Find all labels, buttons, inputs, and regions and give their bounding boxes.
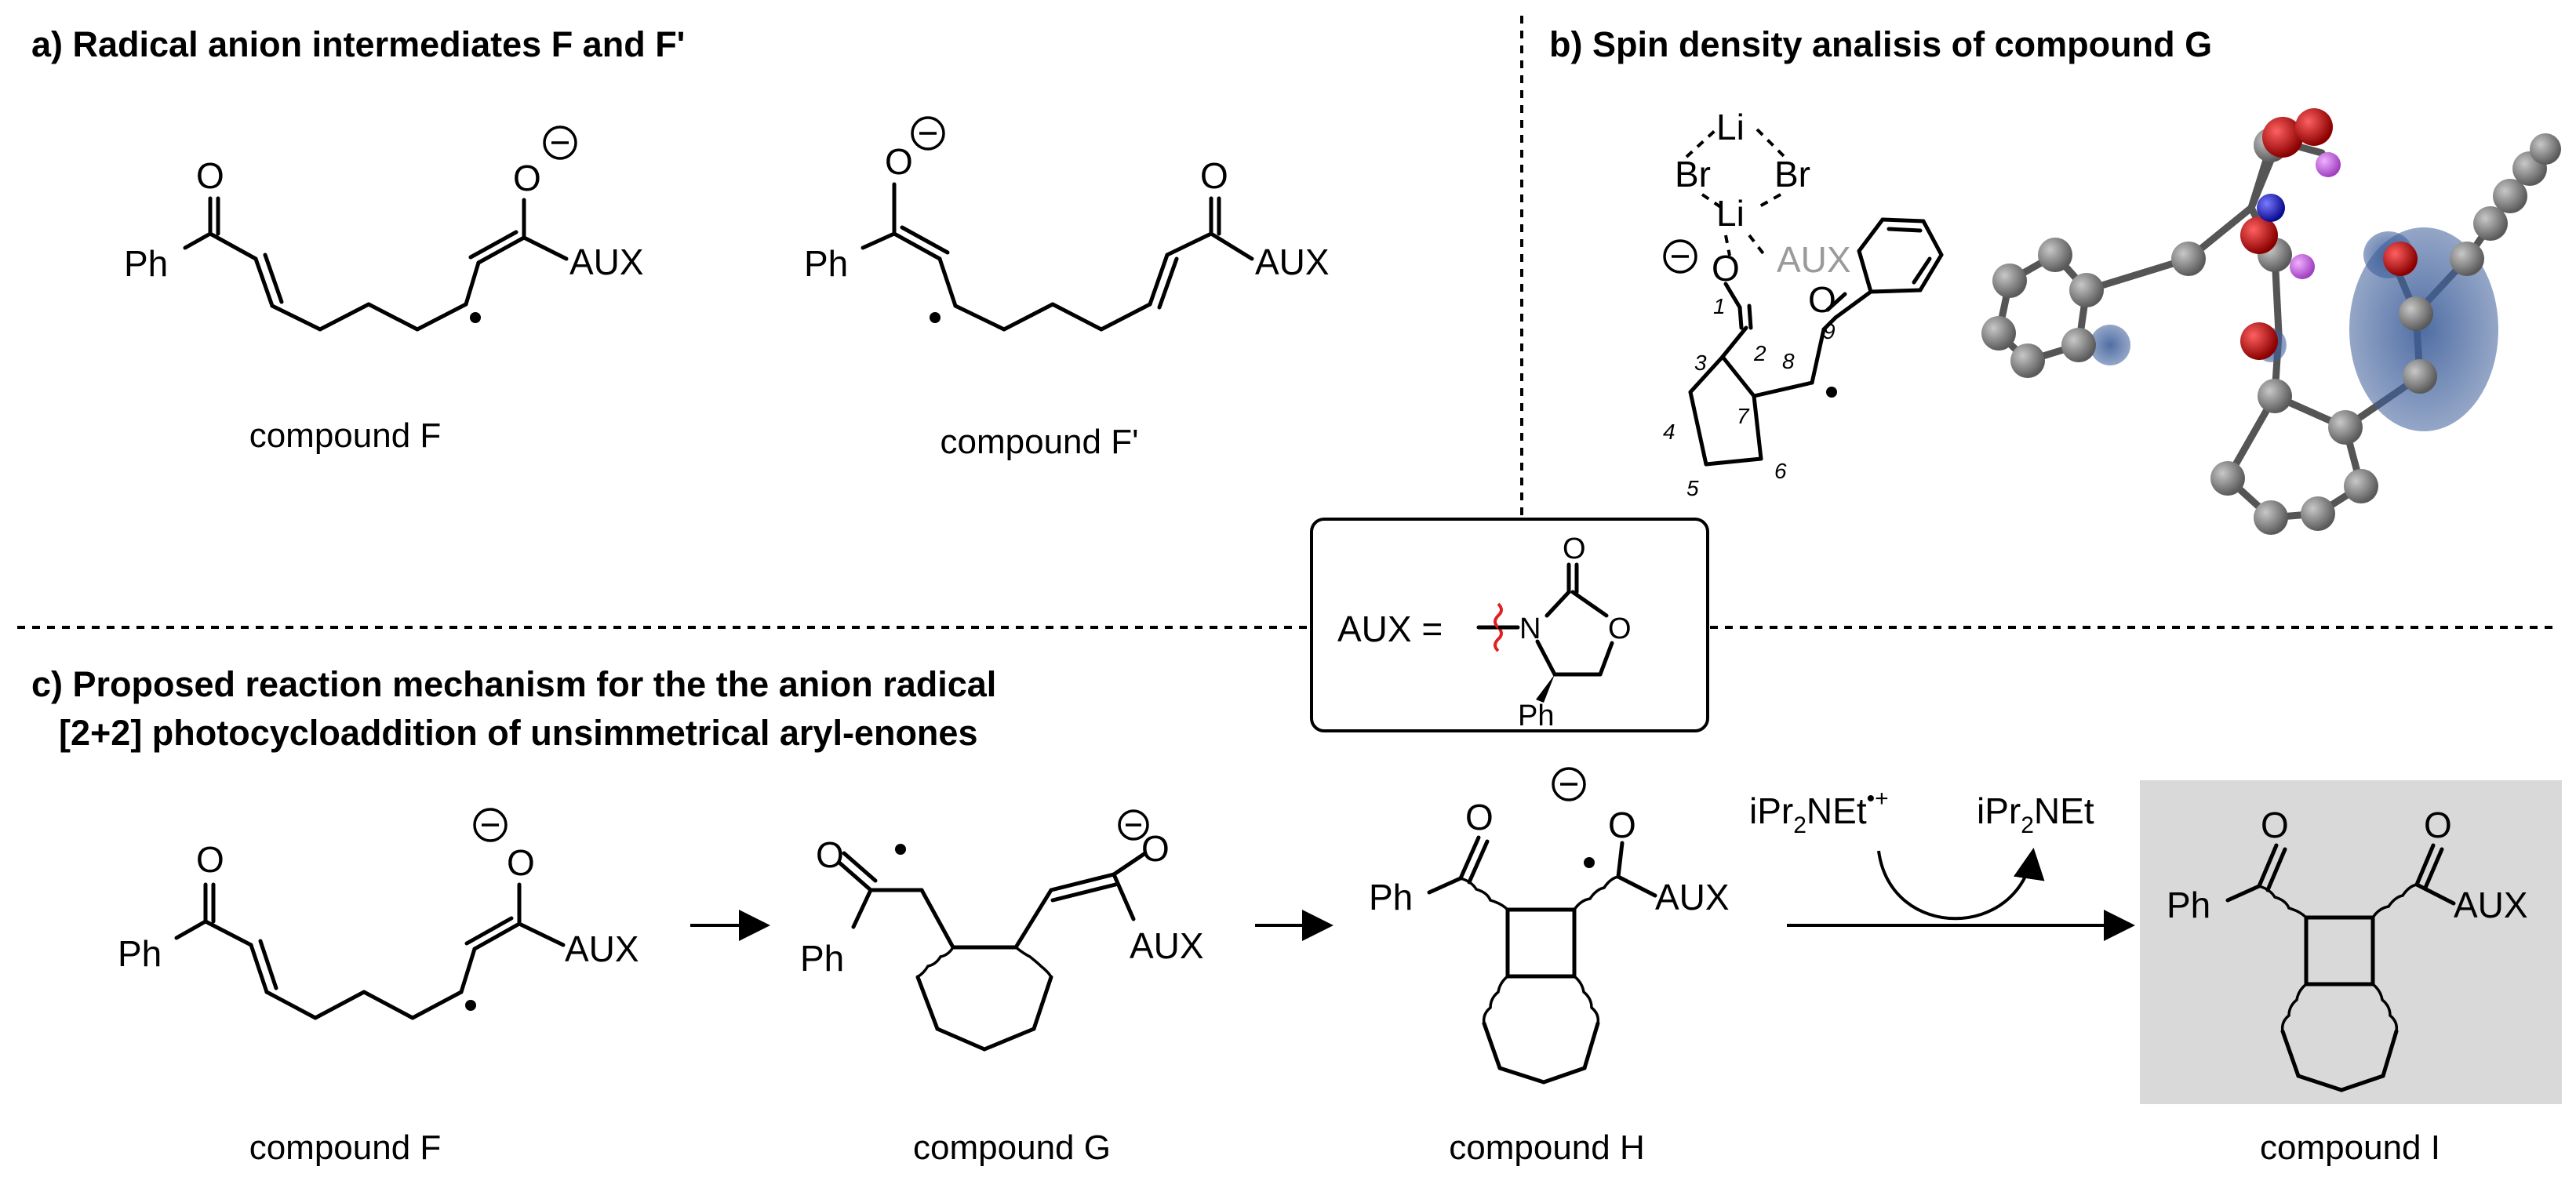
oxygen-label: O	[1563, 532, 1586, 565]
aux-label-gray: AUX	[1777, 239, 1851, 280]
negative-charge-icon	[1118, 809, 1149, 841]
caption-compound-g-c: compound G	[913, 1128, 1111, 1167]
product-highlight-box	[2140, 780, 2562, 1104]
oxygen-label: O	[2424, 805, 2452, 845]
hetero-atom-ball	[2316, 152, 2341, 177]
spin-density-3d-model	[1981, 108, 2561, 535]
negative-charge-icon	[473, 808, 508, 842]
oxygen-label: O	[1141, 828, 1170, 869]
caption-compound-h-c: compound H	[1449, 1128, 1644, 1167]
negative-charge-icon	[543, 125, 577, 160]
electron-transfer-step: iPr2NEt•+ iPr2NEt	[1749, 786, 2135, 941]
caption-compound-f-prime-a: compound F'	[941, 423, 1139, 461]
oxygen-label: O	[1808, 279, 1836, 320]
panel-c-compound-h: Ph O O AUX compound H	[1369, 767, 1730, 1167]
negative-charge-icon	[911, 116, 945, 151]
ph-label: Ph	[804, 243, 848, 284]
lithium-label: Li	[1716, 107, 1745, 147]
aux-label: AUX	[1130, 925, 1204, 966]
reagent-amine-radical-cation: iPr2NEt•+	[1749, 786, 1889, 838]
radical-dot-icon	[470, 312, 481, 323]
radical-dot-icon	[1826, 387, 1837, 398]
panel-a-compound-f-prime: Ph O O AUX compound F'	[804, 116, 1330, 461]
oxygen-label: O	[1465, 797, 1494, 838]
radical-dot-icon	[1584, 857, 1595, 868]
oxygen-atom-ball	[2240, 216, 2278, 254]
atom-number: 7	[1737, 404, 1750, 428]
oxygen-label: O	[1608, 612, 1632, 645]
spin-density-lobe	[2090, 325, 2130, 365]
ph-label: Ph	[124, 243, 168, 284]
panel-b-title: b) Spin density analisis of compound G	[1549, 24, 2212, 64]
oxygen-label: O	[816, 834, 844, 875]
ph-label: Ph	[118, 933, 162, 974]
atom-number: 6	[1774, 459, 1787, 483]
aux-equals-label: AUX =	[1337, 609, 1443, 649]
atom-number: 9	[1823, 319, 1836, 343]
negative-charge-icon	[1552, 767, 1586, 801]
radical-dot-icon	[895, 844, 906, 855]
nitrogen-atom-ball	[2257, 194, 2285, 222]
oxygen-atom-ball	[2295, 108, 2333, 146]
lithium-label: Li	[1716, 193, 1745, 234]
panel-c-title-line2: [2+2] photocycloaddition of unsimmetrica…	[59, 713, 977, 753]
caption-compound-f-c: compound F	[249, 1128, 442, 1167]
atom-number: 1	[1713, 294, 1726, 318]
ph-label: Ph	[2167, 885, 2210, 925]
oxygen-label: O	[196, 839, 224, 880]
panel-c-compound-i: Ph O O AUX compound I	[2140, 780, 2562, 1167]
aux-label: AUX	[1255, 242, 1330, 282]
spin-density-lobe	[2349, 227, 2498, 431]
ph-label: Ph	[1369, 877, 1413, 918]
oxygen-atom-ball	[2383, 242, 2418, 276]
reagent-amine: iPr2NEt	[1977, 790, 2094, 838]
caption-compound-f-a: compound F	[249, 416, 442, 455]
atom-number: 2	[1753, 341, 1766, 365]
panel-c-compound-g: O Ph O AUX compound G	[800, 809, 1204, 1167]
oxygen-atom-ball	[2262, 117, 2303, 158]
oxygen-label: O	[1712, 248, 1740, 289]
aux-label: AUX	[2454, 885, 2528, 925]
radical-dot-icon	[465, 1000, 476, 1011]
atom-number: 4	[1663, 420, 1675, 444]
oxygen-label: O	[1608, 805, 1636, 845]
aux-label: AUX	[1655, 877, 1730, 918]
panel-c-title-line1: c) Proposed reaction mechanism for the t…	[31, 664, 996, 704]
ph-label: Ph	[1518, 700, 1554, 732]
oxygen-label: O	[513, 158, 541, 198]
caption-compound-i-c: compound I	[2260, 1128, 2440, 1167]
oxygen-label: O	[885, 141, 913, 182]
ph-label: Ph	[800, 938, 844, 979]
oxygen-atom-ball	[2240, 322, 2278, 360]
atom-number: 5	[1686, 476, 1699, 500]
panel-a-title: a) Radical anion intermediates F and F'	[31, 24, 685, 64]
aux-label: AUX	[565, 928, 639, 969]
oxygen-label: O	[2261, 805, 2289, 845]
bromine-label: Br	[1774, 154, 1810, 194]
hetero-atom-ball	[2290, 254, 2315, 279]
radical-dot-icon	[930, 312, 941, 323]
panel-a-compound-f: Ph O O AUX compound F	[124, 125, 644, 455]
panel-c-compound-f: Ph O O AUX compound F	[118, 808, 639, 1167]
negative-charge-icon	[1663, 239, 1697, 274]
curved-arrow	[1877, 848, 2045, 921]
carbon-atom-balls	[1981, 128, 2561, 535]
wedge-bond	[1536, 674, 1555, 703]
panel-separators	[17, 16, 2559, 629]
atom-number: 8	[1782, 349, 1795, 373]
panel-b-compound-g-lithium-complex: Li Br Br Li O AUX O	[1663, 107, 1944, 500]
bromine-label: Br	[1675, 154, 1711, 194]
oxygen-label: O	[1200, 155, 1228, 196]
aux-definition-box: AUX = N O O Ph	[1310, 518, 1709, 732]
oxygen-label: O	[507, 842, 535, 883]
atom-number: 3	[1694, 351, 1707, 375]
oxygen-label: O	[196, 155, 224, 196]
aux-label: AUX	[569, 242, 644, 282]
